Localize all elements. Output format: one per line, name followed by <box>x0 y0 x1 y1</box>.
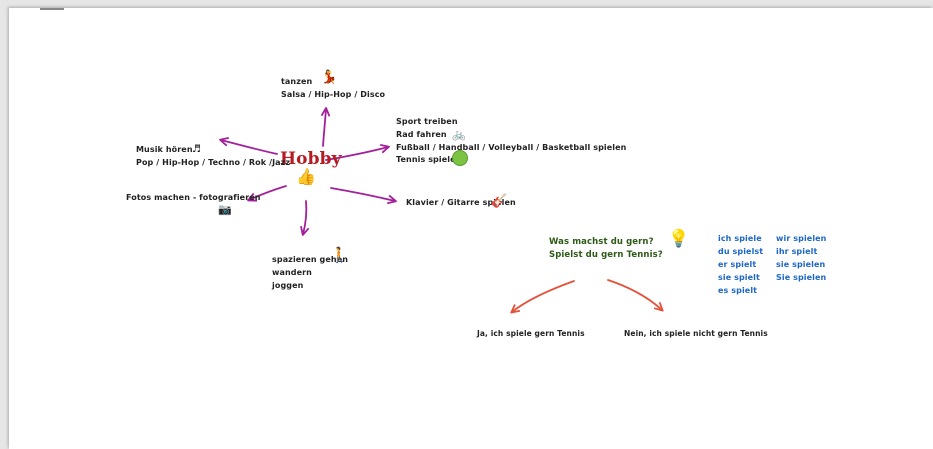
walk-label: spazieren gehen <box>272 255 349 264</box>
music-styles: Pop / Hip-Hop / Techno / Rok /Jazz <box>136 158 291 167</box>
light-bulb-icon: 💡 <box>668 229 690 249</box>
conj-sg-1: du spielst <box>718 247 764 256</box>
walker-icon: 🚶 <box>330 246 349 264</box>
arrow-to-instrument <box>330 187 397 205</box>
photo-label: Fotos machen - fotografieren <box>126 193 261 202</box>
sport-label: Sport treiben <box>396 117 458 126</box>
arrow-to-walk <box>300 200 310 236</box>
conj-pl-3: Sie spielen <box>776 273 827 282</box>
arrow-to-no <box>607 279 664 312</box>
answer-no: Nein, ich spiele nicht gern Tennis <box>624 329 768 338</box>
conj-sg-4: es spielt <box>718 286 758 295</box>
arrow-to-yes <box>510 280 575 314</box>
bike-label: Rad fahren <box>396 130 447 139</box>
dance-styles: Salsa / Hip-Hop / Disco <box>281 90 386 99</box>
arrows-layer <box>219 107 664 314</box>
question-line-1: Was machst du gern? <box>549 237 654 247</box>
tennis-label: Tennis spielen <box>396 155 462 164</box>
ballsports-label: Fußball / Handball / Volleyball / Basket… <box>396 143 627 152</box>
arrow-to-photo <box>247 185 287 202</box>
answer-yes: Ja, ich spiele gern Tennis <box>477 329 585 338</box>
center-title: Hobby <box>280 149 342 169</box>
camera-icon: 📷 <box>218 203 232 216</box>
arrow-to-dance <box>320 107 331 147</box>
instrument-label: Klavier / Gitarre spielen <box>406 198 516 207</box>
conj-sg-3: sie spielt <box>718 273 760 282</box>
conj-pl-2: sie spielen <box>776 260 826 269</box>
jog-label: joggen <box>272 281 304 290</box>
thumbs-up-icon: 👍 <box>296 167 316 186</box>
conj-sg-0: ich spiele <box>718 234 762 243</box>
wander-label: wandern <box>272 268 312 277</box>
question-line-2: Spielst du gern Tennis? <box>549 250 663 260</box>
conj-pl-1: ihr spielt <box>776 247 818 256</box>
arrow-to-music <box>219 137 278 155</box>
conj-pl-0: wir spielen <box>776 234 827 243</box>
arrow-to-sport <box>325 144 390 161</box>
canvas: Hobby 👍 tanzen 💃 Salsa / Hip-Hop / Disco… <box>9 8 933 449</box>
dance-label: tanzen <box>281 77 313 86</box>
tennis-ball-icon <box>452 150 468 166</box>
music-label: Musik hören <box>136 145 193 154</box>
music-note-icon: ♬ <box>192 144 201 155</box>
dancer-icon: 💃 <box>321 70 338 85</box>
bicycle-icon: 🚲 <box>452 128 466 141</box>
corner-mark <box>40 8 64 10</box>
guitar-icon: 🎸 <box>491 194 508 209</box>
conj-sg-2: er spielt <box>718 260 757 269</box>
